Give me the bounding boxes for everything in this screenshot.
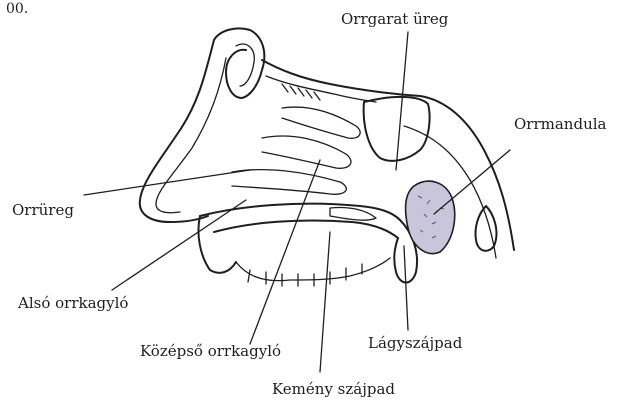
leader-orrgarat-ureg bbox=[396, 32, 408, 170]
label-also-orrkagylo: Alsó orrkagyló bbox=[18, 296, 128, 311]
sphenoid-sinus bbox=[364, 97, 430, 161]
label-lagyszajpad: Lágyszájpad bbox=[368, 336, 462, 351]
superior-concha bbox=[282, 107, 360, 138]
label-kemeny-szajpad: Kemény szájpad bbox=[272, 382, 395, 397]
hard-palate-lower bbox=[214, 220, 398, 238]
teeth-dividers bbox=[248, 264, 362, 286]
leader-lagyszajpad bbox=[404, 246, 408, 330]
upper-lip bbox=[198, 216, 236, 273]
middle-concha bbox=[262, 136, 351, 168]
frontal-sinus bbox=[214, 28, 264, 98]
inner-nose-profile bbox=[156, 58, 226, 213]
outer-nose-profile bbox=[140, 40, 214, 222]
leader-also-orrkagylo bbox=[112, 200, 246, 290]
leader-kemeny-szajpad bbox=[320, 232, 330, 372]
inferior-concha bbox=[232, 170, 346, 195]
leader-orrureg bbox=[84, 170, 250, 195]
teeth-row bbox=[236, 258, 390, 281]
label-orrureg: Orrüreg bbox=[12, 203, 74, 218]
label-orrgarat-ureg: Orrgarat üreg bbox=[341, 12, 448, 27]
palate-inner-bone bbox=[330, 207, 376, 220]
skull-base bbox=[262, 60, 420, 96]
label-kozepso-orrkagylo: Középső orrkagyló bbox=[140, 344, 281, 359]
label-orrmandula: Orrmandula bbox=[514, 117, 606, 132]
figure-label: 00. bbox=[6, 2, 28, 16]
